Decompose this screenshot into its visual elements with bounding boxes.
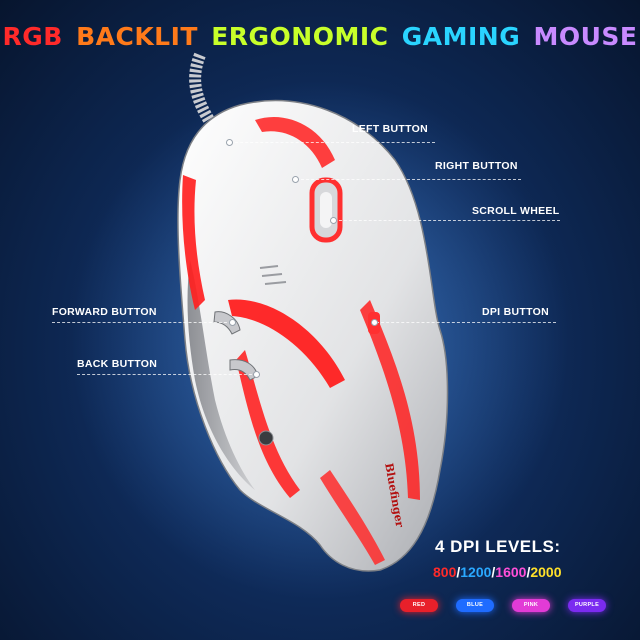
side-screw	[258, 430, 274, 446]
marker-right-button	[292, 176, 299, 183]
mouse-cable	[189, 52, 218, 129]
light-strip-right	[360, 300, 420, 500]
callout-dpi-button: DPI BUTTON	[482, 306, 549, 318]
light-strip-left	[182, 175, 205, 310]
dpi-levels-heading: 4 DPI LEVELS:	[435, 537, 561, 556]
dpi-level-2: 1200	[460, 564, 492, 580]
headline-word-gaming: GAMING	[401, 22, 521, 51]
callout-forward-button: FORWARD BUTTON	[52, 306, 157, 318]
color-swatch-red: RED	[400, 599, 438, 612]
leader-right-button	[296, 179, 521, 180]
marker-back-button	[253, 371, 260, 378]
leader-scroll-wheel	[334, 220, 560, 221]
leader-dpi-button	[376, 322, 556, 323]
headline-word-backlit: BACKLIT	[76, 22, 198, 51]
dpi-levels-values: 800/1200/1600/2000	[433, 564, 562, 580]
light-strip-lower	[236, 350, 300, 498]
callout-back-button: BACK BUTTON	[77, 358, 158, 370]
headline: RGB BACKLIT ERGONOMIC GAMING MOUSE	[0, 22, 640, 51]
marker-left-button	[226, 139, 233, 146]
dpi-level-1: 800	[433, 564, 457, 580]
color-swatch-pink: PINK	[512, 599, 550, 612]
color-swatch-blue: BLUE	[456, 599, 494, 612]
marker-dpi-button	[371, 319, 378, 326]
leader-forward-button	[52, 322, 232, 323]
dpi-level-4: 2000	[530, 564, 562, 580]
headline-word-rgb: RGB	[2, 22, 63, 51]
marker-scroll-wheel	[330, 217, 337, 224]
light-strip-center	[228, 299, 345, 388]
headline-word-ergonomic: ERGONOMIC	[211, 22, 389, 51]
leader-back-button	[77, 374, 257, 375]
light-strip-tail	[320, 470, 385, 565]
headline-word-mouse: MOUSE	[533, 22, 638, 51]
marker-forward-button	[229, 319, 236, 326]
callout-left-button: LEFT BUTTON	[352, 123, 429, 135]
callout-scroll-wheel: SCROLL WHEEL	[472, 205, 560, 217]
leader-left-button	[230, 142, 435, 143]
color-swatch-purple: PURPLE	[568, 599, 606, 612]
dpi-level-3: 1600	[495, 564, 527, 580]
callout-right-button: RIGHT BUTTON	[435, 160, 518, 172]
light-strip-top	[255, 116, 335, 168]
